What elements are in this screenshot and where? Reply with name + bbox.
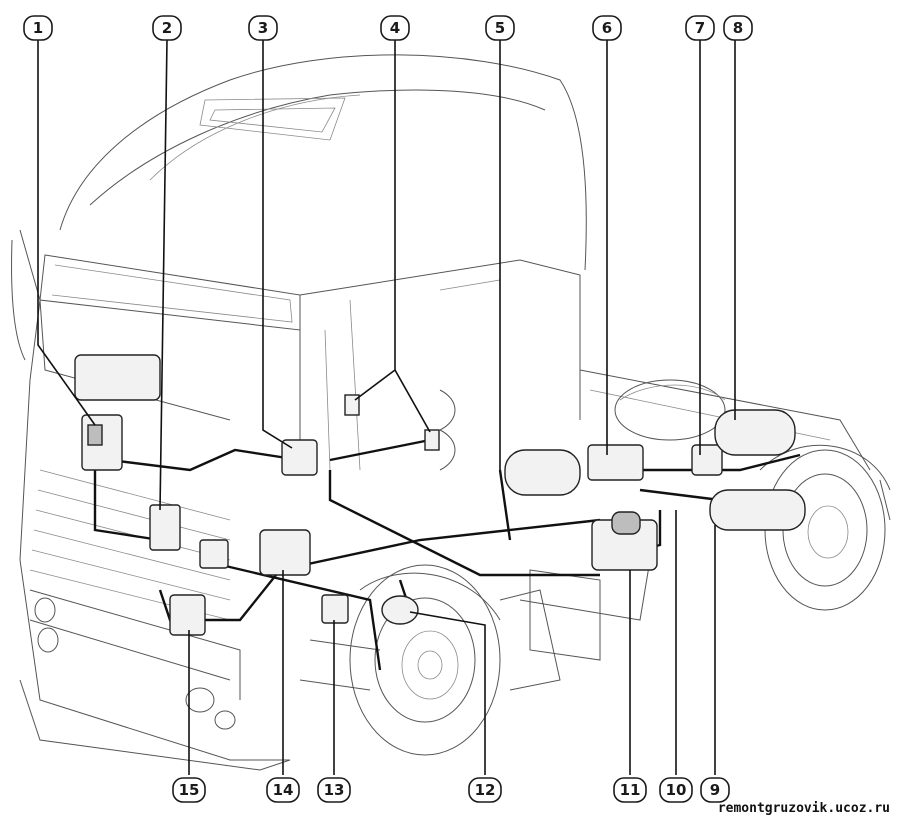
callout-label: 4: [390, 19, 400, 37]
callout-3: 3: [248, 15, 278, 41]
callout-label: 11: [620, 781, 641, 799]
callout-8: 8: [723, 15, 753, 41]
callout-label: 12: [475, 781, 496, 799]
components: [74, 354, 806, 636]
component-4b: [424, 429, 440, 451]
callout-label: 6: [602, 19, 612, 37]
callout-5: 5: [485, 15, 515, 41]
leader-1: [37, 40, 96, 426]
callout-6: 6: [592, 15, 622, 41]
callout-15: 15: [172, 777, 206, 803]
component-11-cap: [611, 511, 641, 535]
component-12: [381, 595, 419, 625]
callout-7: 7: [685, 15, 715, 41]
component-5-air-tank: [504, 449, 581, 496]
callout-9: 9: [700, 777, 730, 803]
callout-group: 1 2 3 4 5 6 7 8: [23, 15, 753, 803]
spiral-hose: [438, 389, 456, 471]
component-2: [149, 504, 181, 551]
component-8-air-tank: [714, 409, 796, 456]
leader-12: [409, 611, 486, 775]
component-9-brake-chamber: [709, 489, 806, 531]
callout-label: 2: [162, 19, 172, 37]
callout-label: 14: [273, 781, 294, 799]
callout-1: 1: [23, 15, 53, 41]
callout-2: 2: [152, 15, 182, 41]
callout-label: 9: [710, 781, 720, 799]
callout-12: 12: [468, 777, 502, 803]
air-pipes: [93, 438, 801, 671]
component-14: [259, 529, 311, 576]
callout-11: 11: [613, 777, 647, 803]
callout-label: 10: [666, 781, 687, 799]
callout-label: 5: [495, 19, 505, 37]
leader-2: [159, 39, 168, 511]
callout-label: 1: [33, 19, 43, 37]
leader-4: [354, 40, 431, 433]
callout-label: 8: [733, 19, 743, 37]
component-6: [587, 444, 644, 481]
callout-label: 15: [179, 781, 200, 799]
leader-lines: [37, 39, 736, 775]
component-7: [691, 444, 723, 476]
watermark-text: remontgruzovik.ucoz.ru: [717, 801, 890, 816]
component-1-detail: [87, 424, 103, 446]
callout-13: 13: [317, 777, 351, 803]
callout-10: 10: [659, 777, 693, 803]
component-misc: [199, 539, 229, 569]
callout-label: 7: [695, 19, 705, 37]
component-13: [321, 594, 349, 624]
leader-3: [262, 40, 293, 449]
callout-label: 3: [258, 19, 268, 37]
component-15: [169, 594, 206, 636]
callout-label: 13: [324, 781, 345, 799]
component-3: [281, 439, 318, 476]
callout-14: 14: [266, 777, 300, 803]
dashboard-unit: [74, 354, 161, 401]
callout-4: 4: [380, 15, 410, 41]
